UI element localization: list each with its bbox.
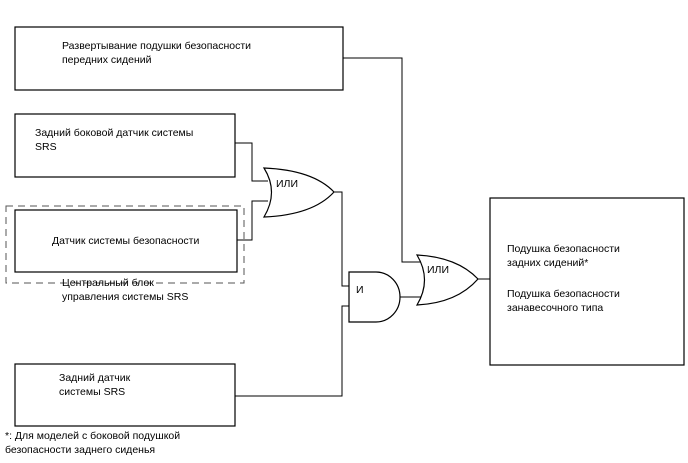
front-airbag-label-line1: Развертывание подушки безопасности xyxy=(62,40,251,52)
rear-side-sensor-label-line1: Задний боковой датчик системы xyxy=(35,127,193,139)
or-gate-top-label: ИЛИ xyxy=(276,178,298,190)
central-unit-label-line1: Центральный блок xyxy=(62,277,154,289)
rear-sensor-label-line2: системы SRS xyxy=(59,386,125,398)
output-airbags-box: Подушка безопасности задних сидений* Под… xyxy=(489,197,685,366)
wire-rear-sensor-to-and xyxy=(235,305,350,397)
central-unit-dashed-outline xyxy=(5,205,245,284)
curtain-airbag-label-line1: Подушка безопасности xyxy=(507,288,620,300)
wire-front-airbag-to-or-final xyxy=(343,57,422,263)
rear-side-sensor-box: Задний боковой датчик системы SRS xyxy=(14,113,236,178)
front-airbag-deployment-box: Развертывание подушки безопасности перед… xyxy=(14,26,344,91)
safety-sensor-label: Датчик системы безопасности xyxy=(52,235,199,247)
wire-rear-side-sensor-to-or-top xyxy=(235,142,268,182)
and-gate-label: И xyxy=(356,284,364,296)
rear-side-sensor-label-line2: SRS xyxy=(35,141,57,153)
safety-sensor-box: Датчик системы безопасности xyxy=(14,209,238,273)
or-gate-final: ИЛИ xyxy=(415,254,479,306)
footnote-line1: *: Для моделей с боковой подушкой xyxy=(5,430,180,442)
rear-seat-airbag-label-line1: Подушка безопасности xyxy=(507,243,620,255)
wire-safety-sensor-to-or-top xyxy=(237,200,268,241)
rear-sensor-label-line1: Задний датчик xyxy=(59,372,131,384)
rear-sensor-box: Задний датчик системы SRS xyxy=(14,363,236,427)
and-gate: И xyxy=(348,271,401,323)
central-unit-label-line2: управления системы SRS xyxy=(62,291,188,303)
or-gate-final-label: ИЛИ xyxy=(427,264,449,276)
rear-seat-airbag-label-line2: задних сидений* xyxy=(507,257,588,269)
curtain-airbag-label-line2: занавесочного типа xyxy=(507,302,603,314)
or-gate-top: ИЛИ xyxy=(262,167,335,218)
footnote-line2: безопасности заднего сиденья xyxy=(5,444,155,456)
wire-or-top-to-and xyxy=(334,191,350,287)
front-airbag-label-line2: передних сидений xyxy=(62,54,152,66)
